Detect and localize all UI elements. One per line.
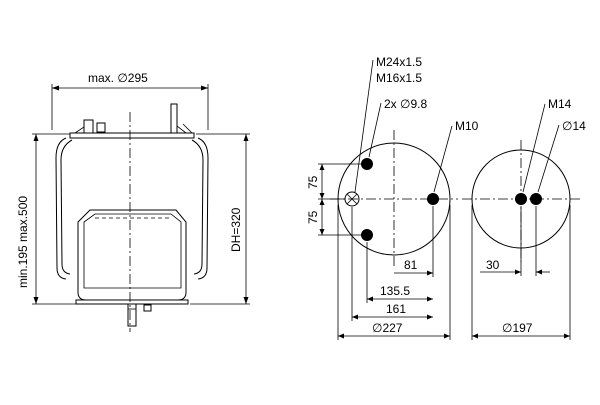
bottom-pin	[143, 304, 152, 312]
thread-label-2: M16x1.5	[376, 71, 422, 85]
design-height-label: DH=320	[229, 207, 243, 252]
offset-lower-label: 75	[306, 210, 320, 224]
m10-hole	[427, 193, 439, 205]
hole-14-label: ∅14	[562, 119, 586, 133]
piston-body	[77, 209, 187, 301]
hole-upper	[361, 158, 373, 170]
top-plate	[69, 132, 195, 139]
dim-161-label: 161	[386, 302, 406, 316]
holes-leader	[368, 102, 382, 158]
top-plate-view: M24x1.5 M16x1.5 2x ∅9.8 M10 75 75 81 135…	[306, 55, 479, 340]
side-view: max. ∅295 min.195 max.500	[16, 71, 250, 332]
m10-label: M10	[455, 119, 479, 133]
bellow-right-outer	[197, 137, 209, 280]
bottom-stud	[127, 303, 137, 327]
diameter-227-label: ∅227	[372, 321, 403, 335]
bellow-left-outer	[55, 137, 67, 280]
bottom-plate	[75, 299, 189, 305]
bellow-right-inner	[191, 139, 204, 275]
holes-label: 2x ∅9.8	[384, 97, 427, 111]
hole-14-leader	[537, 124, 560, 193]
air-fitting	[170, 103, 178, 134]
dim-135-label: 135.5	[380, 284, 410, 298]
left-stud-nut	[96, 122, 106, 133]
thread-leader	[354, 59, 374, 193]
dim-81-label: 81	[404, 258, 418, 272]
stroke-label: min.195 max.500	[16, 196, 30, 288]
m10-leader	[433, 125, 453, 193]
spacing-label: 30	[486, 258, 500, 272]
left-stud	[83, 119, 94, 134]
width-label: max. ∅295	[88, 71, 148, 85]
piston-view: M14 ∅14 30 ∅197	[462, 97, 586, 340]
d14-hole	[530, 193, 542, 205]
offset-upper-label: 75	[306, 175, 320, 189]
m14-label: M14	[548, 97, 572, 111]
m14-leader	[522, 103, 546, 193]
diameter-197-label: ∅197	[502, 321, 533, 335]
bellow-left-inner	[60, 139, 73, 275]
thread-label-1: M24x1.5	[376, 55, 422, 69]
m14-hole	[515, 193, 527, 205]
hole-lower	[361, 229, 373, 241]
